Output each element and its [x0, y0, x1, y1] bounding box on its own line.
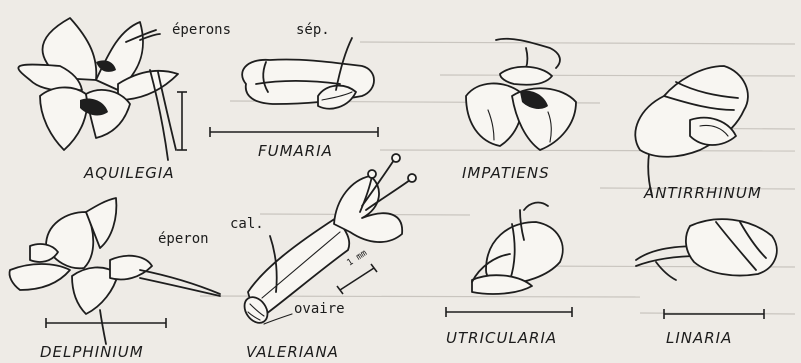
label-fumaria: FUMARIA [258, 144, 333, 159]
annotation-cal: cal. [230, 217, 264, 231]
label-aquilegia: AQUILEGIA [84, 166, 175, 181]
label-utricularia: UTRICULARIA [446, 331, 557, 346]
annotation-eperon: éperon [158, 232, 209, 246]
annotation-eperons: éperons [172, 23, 231, 37]
fumaria-drawing [210, 38, 378, 137]
label-antirrhinum: ANTIRRHINUM [644, 186, 762, 201]
impatiens-drawing [466, 39, 576, 150]
label-valeriana: VALERIANA [246, 345, 339, 360]
aquilegia-drawing [18, 18, 187, 160]
linaria-drawing [636, 219, 777, 319]
delphinium-drawing [9, 198, 220, 344]
annotation-sep: sép. [296, 23, 330, 37]
utricularia-drawing [446, 203, 572, 317]
antirrhinum-drawing [635, 66, 748, 196]
label-impatiens: IMPATIENS [462, 166, 550, 181]
label-linaria: LINARIA [666, 331, 732, 346]
annotation-ovaire: ovaire [294, 302, 345, 316]
label-delphinium: DELPHINIUM [40, 345, 144, 360]
